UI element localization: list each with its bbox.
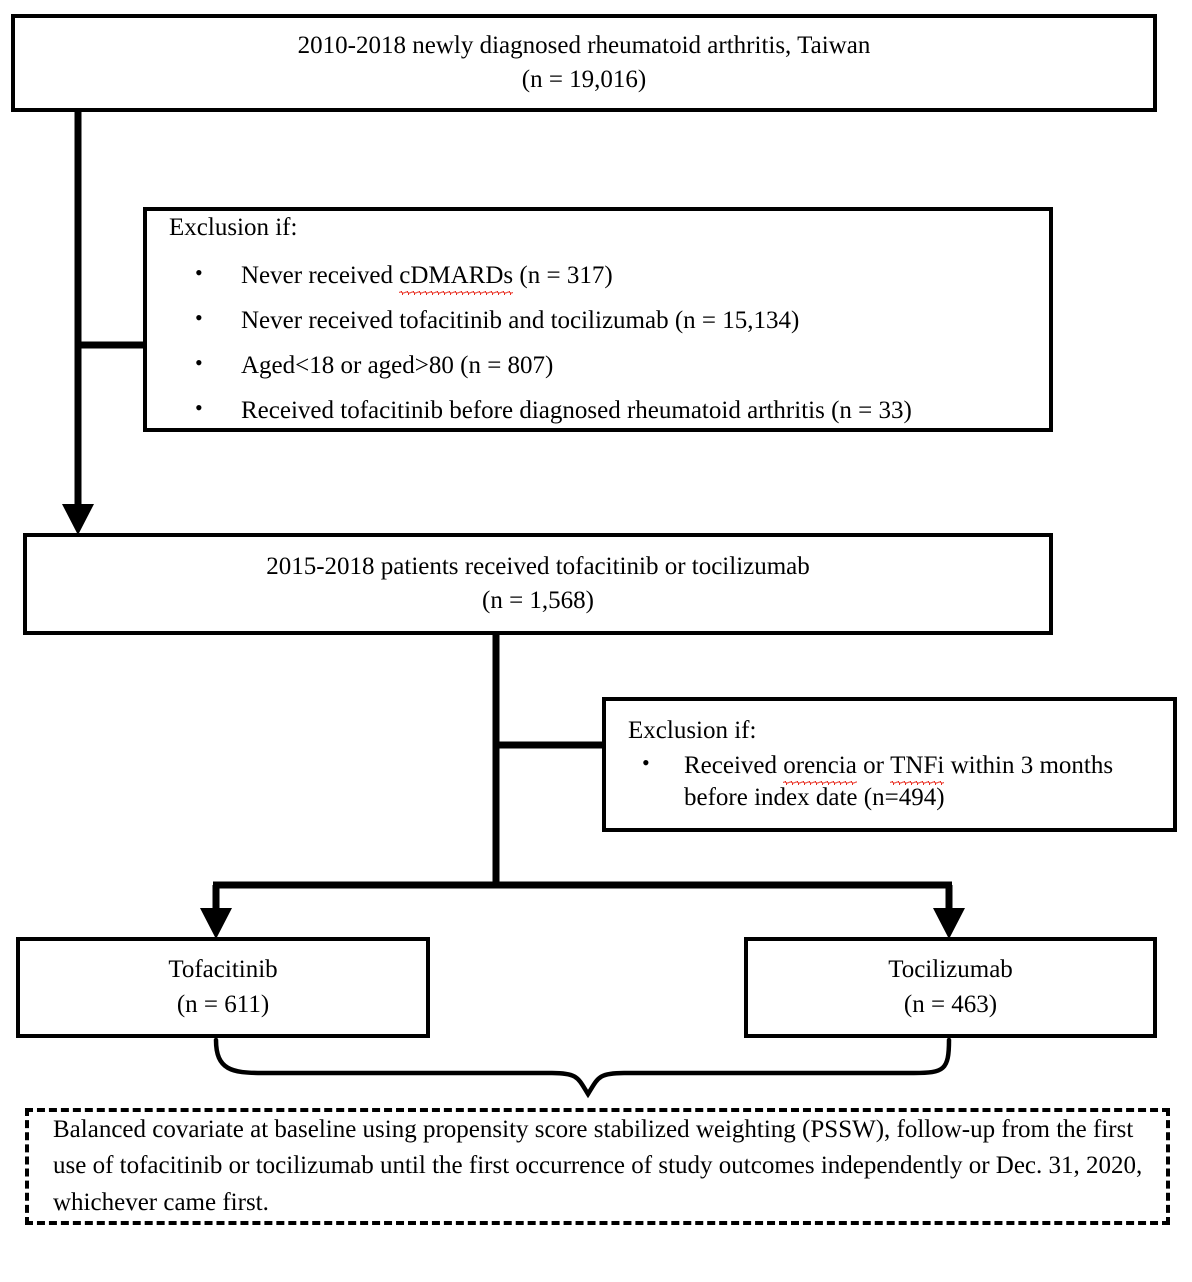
exclusion-1-item-3-text: Received tofacitinib before diagnosed rh…: [241, 396, 912, 424]
arrowhead-to-arm-right: [933, 908, 965, 939]
arrowhead-to-arm-left: [200, 908, 232, 939]
source-cohort-label: 2010-2018 newly diagnosed rheumatoid art…: [297, 31, 871, 59]
node-source-cohort: 2010-2018 newly diagnosed rheumatoid art…: [11, 14, 1157, 112]
node-arm-tofacitinib: Tofacitinib (n = 611): [16, 937, 430, 1038]
exclusion-1-item-2: Aged<18 or aged>80 (n = 807): [169, 348, 1039, 382]
exclusion-2-item-0: Received orencia or TNFi within 3 months…: [628, 749, 1163, 814]
curly-brace-join: [213, 1037, 952, 1099]
exclusion-2-flagged-term-orencia: orencia: [783, 750, 857, 785]
eligible-cohort-count: (n = 1,568): [482, 587, 594, 614]
exclusion-1-item-0: Never received cDMARDs (n = 317): [169, 258, 1039, 295]
node-arm-tocilizumab: Tocilizumab (n = 463): [744, 937, 1157, 1038]
exclusion-2-item-0-post: within 3 months: [944, 751, 1114, 779]
exclusion-1-heading: Exclusion if:: [169, 214, 298, 242]
node-exclusion-1: Exclusion if: Never received cDMARDs (n …: [143, 207, 1053, 432]
exclusion-1-list: Never received cDMARDs (n = 317) Never r…: [169, 247, 1039, 427]
exclusion-2-list: Received orencia or TNFi within 3 months…: [628, 748, 1163, 814]
arm-left-label: Tofacitinib: [168, 956, 278, 983]
exclusion-2-item-0-line2: before index date (n=494): [684, 783, 945, 811]
arm-right-label: Tocilizumab: [888, 956, 1013, 983]
exclusion-2-item-0-pre: Received: [684, 751, 784, 779]
exclusion-1-item-1-text: Never received tofacitinib and tocilizum…: [241, 306, 800, 334]
node-exclusion-2: Exclusion if: Received orencia or TNFi w…: [602, 697, 1177, 832]
exclusion-1-item-0-post: (n = 317): [513, 261, 613, 289]
arrowhead-to-eligible-cohort: [62, 504, 94, 535]
exclusion-1-item-0-flagged-term: cDMARDs: [399, 259, 513, 295]
exclusion-2-heading: Exclusion if:: [628, 717, 757, 745]
source-cohort-count: (n = 19,016): [521, 66, 647, 93]
node-eligible-cohort: 2015-2018 patients received tofacitinib …: [23, 533, 1053, 635]
arm-left-count: (n = 611): [176, 990, 270, 1018]
analysis-note-text: Balanced covariate at baseline using pro…: [53, 1115, 1143, 1216]
exclusion-1-item-1: Never received tofacitinib and tocilizum…: [169, 303, 1039, 337]
arm-right-count: (n = 463): [903, 990, 998, 1018]
exclusion-1-item-0-pre: Never received: [241, 261, 400, 289]
exclusion-1-item-2-text: Aged<18 or aged>80 (n = 807): [241, 351, 554, 379]
node-analysis-note: Balanced covariate at baseline using pro…: [25, 1108, 1170, 1225]
exclusion-2-item-0-mid: or: [856, 751, 891, 779]
exclusion-1-item-3: Received tofacitinib before diagnosed rh…: [169, 393, 1039, 427]
eligible-cohort-label: 2015-2018 patients received tofacitinib …: [266, 552, 810, 580]
exclusion-2-flagged-term-tnfi: TNFi: [890, 750, 945, 785]
